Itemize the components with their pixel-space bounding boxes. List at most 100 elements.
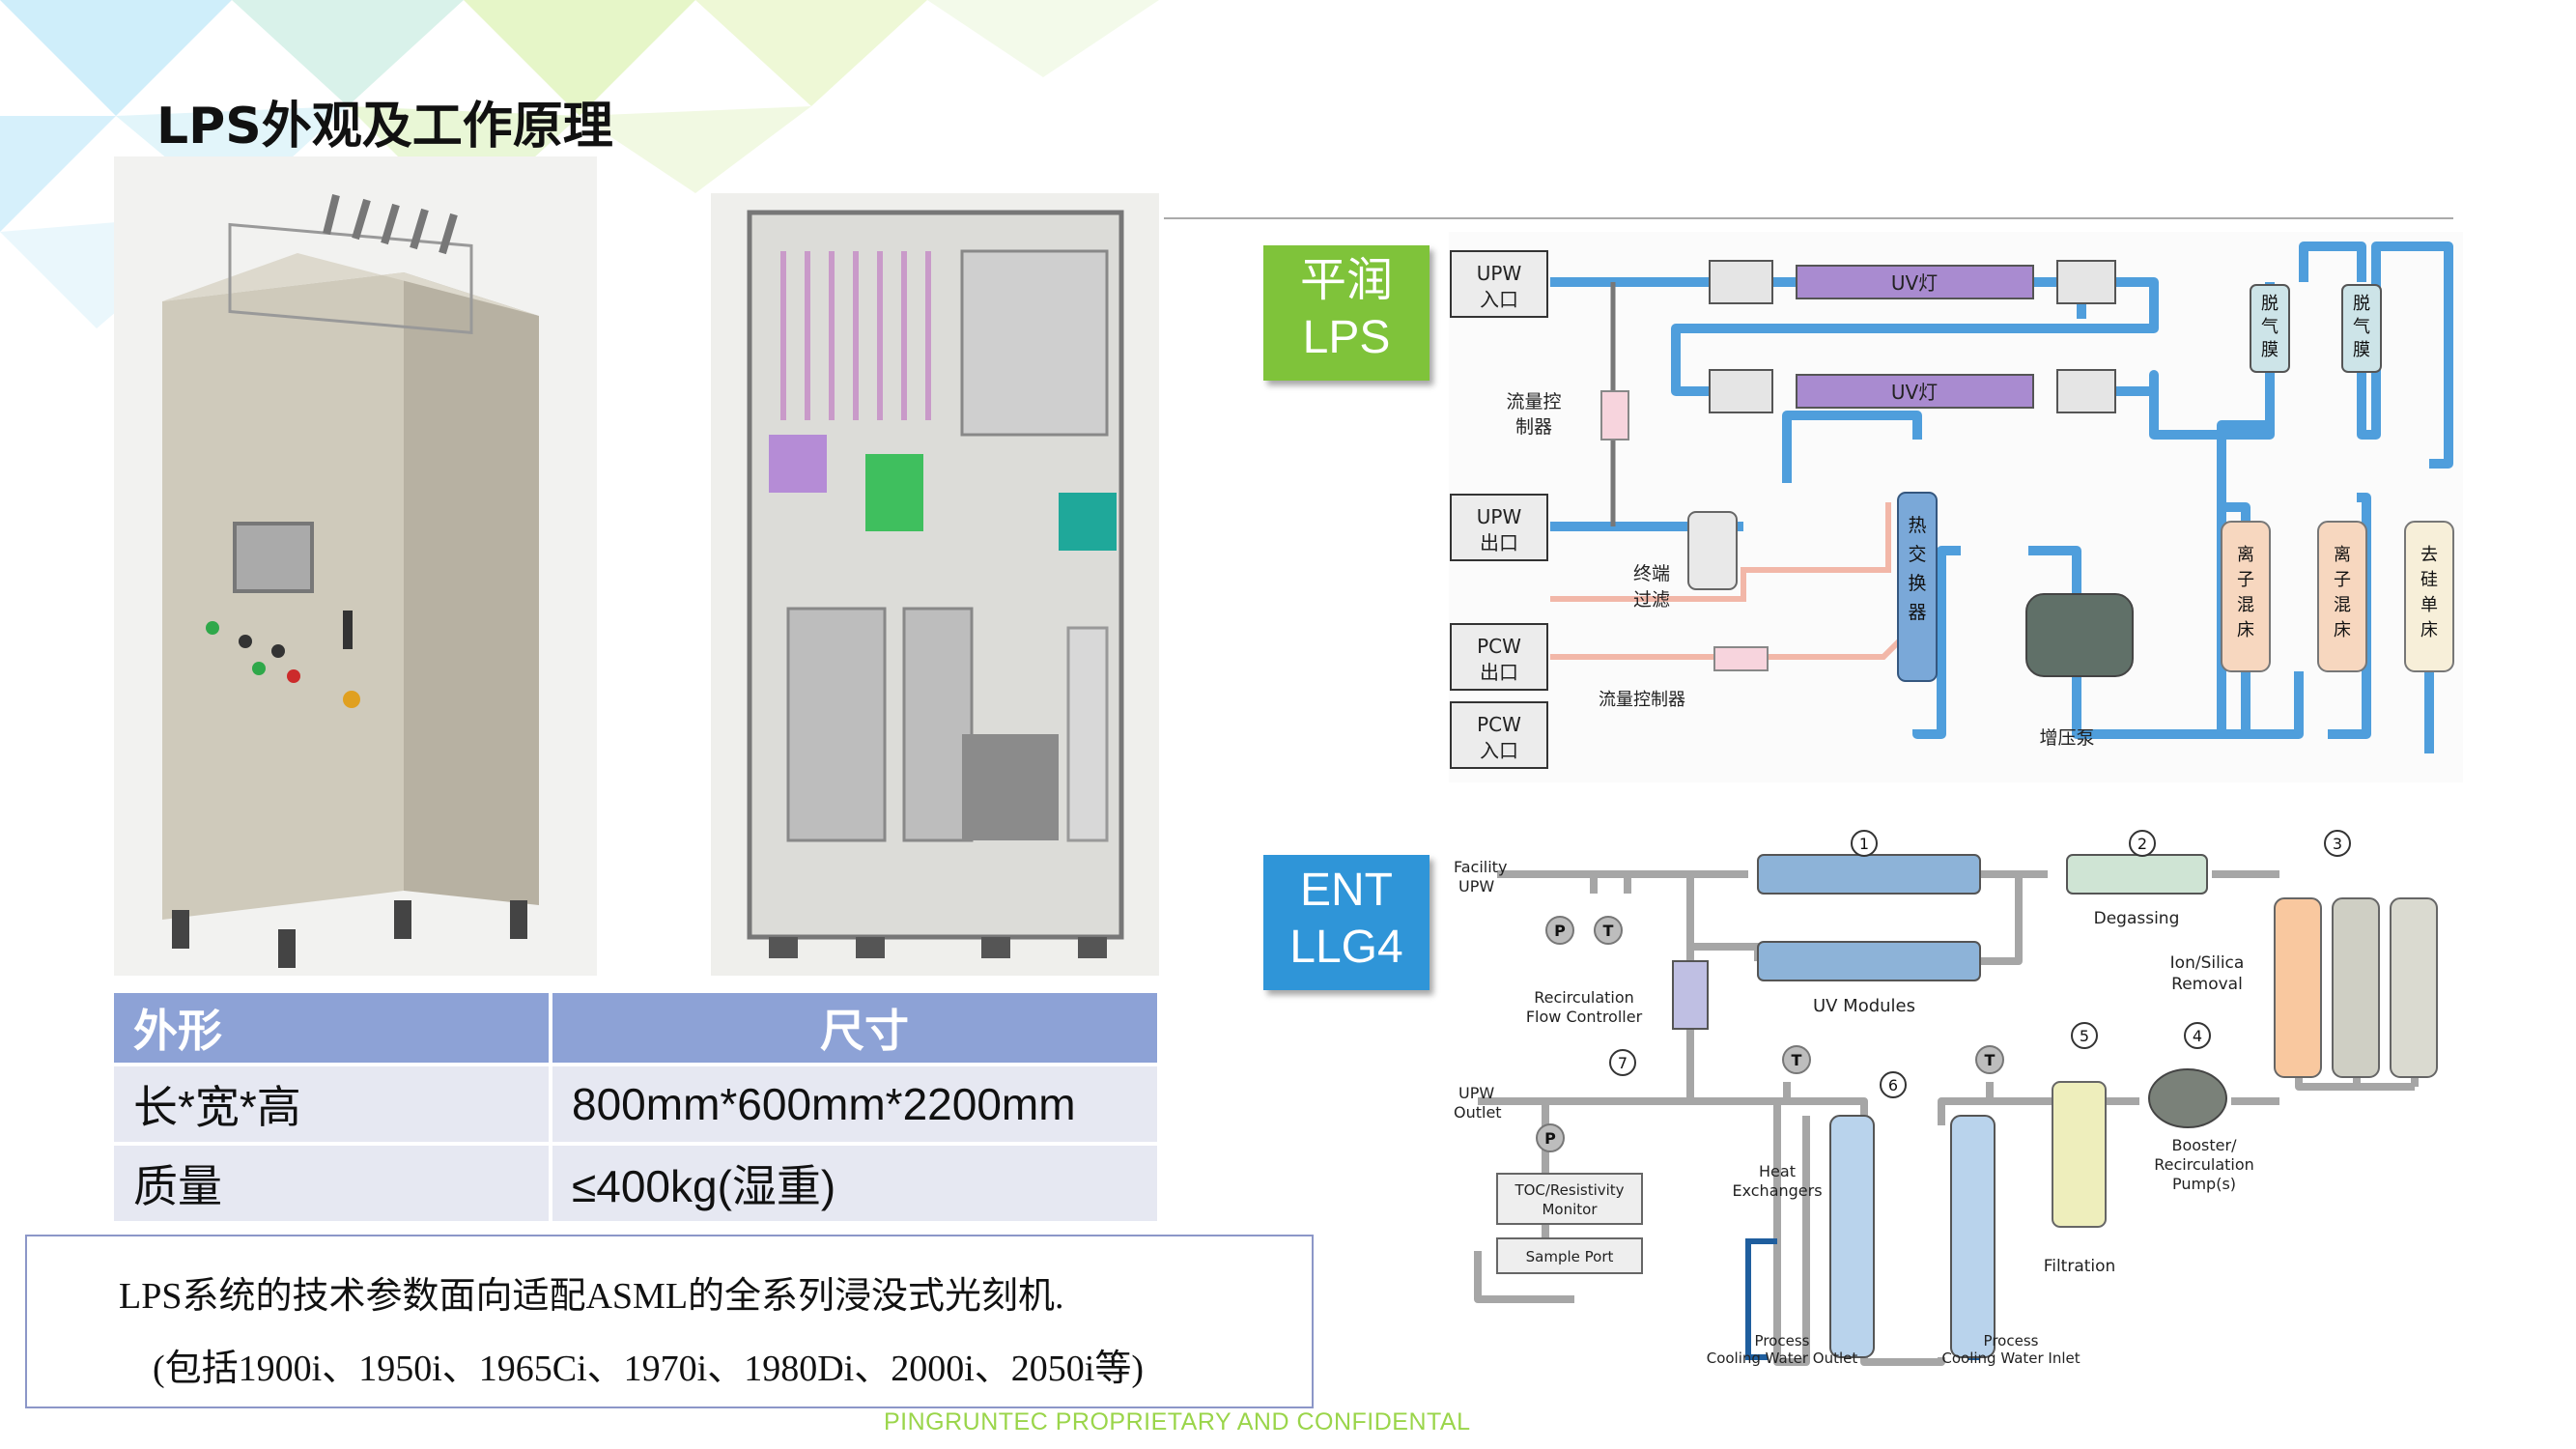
badge-llg4-line2: LLG4 [1289,921,1403,973]
note-line-1: LPS系统的技术参数面向适配ASML的全系列浸没式光刻机. [119,1276,1064,1317]
toc-monitor-box [1496,1173,1643,1225]
flow-controller-b [1713,646,1769,671]
note-box: LPS系统的技术参数面向适配ASML的全系列浸没式光刻机. (包括1900i、1… [25,1235,1314,1408]
step-number: 1 [1859,835,1869,853]
ion-removal-vessel-2 [2332,897,2380,1078]
silica-bed-char: 床 [2420,620,2438,640]
mixed-bed-char: 子 [2237,570,2254,590]
degas-char: 膜 [2261,340,2279,360]
degas-membrane-1 [2250,284,2290,373]
upw-outlet-label-1: UPW [1458,1084,1494,1102]
flow-controller-b-label: 流量控制器 [1599,690,1685,710]
cw-outlet-label-1: Process [1755,1332,1810,1350]
silica-bed-char: 去 [2420,545,2438,565]
step-number: 7 [1618,1054,1628,1072]
toc-monitor-label-2: Monitor [1542,1201,1598,1218]
heat-exchangers-label-2: Exchangers [1732,1181,1822,1200]
sample-port-box [1496,1237,1643,1274]
step-number: 3 [2333,835,2342,853]
cw-outlet-label-2: Cooling Water Outlet [1707,1350,1858,1367]
mixed-bed-char: 子 [2334,570,2351,590]
degas-char: 膜 [2353,340,2370,360]
terminal-filter-label-2: 过滤 [1633,589,1670,611]
badge-lps-line1: 平润 [1299,255,1393,306]
cw-inlet-label-1: Process [1984,1332,2039,1350]
badge-llg4: ENT LLG4 [1263,855,1430,990]
degassing-label: Degassing [2094,909,2180,928]
heat-exchanger-char: 换 [1908,573,1926,594]
upw-outlet-label-2: Outlet [1454,1103,1502,1122]
step-number: 6 [1888,1076,1898,1094]
recirc-flow-label-1: Recirculation [1534,988,1634,1007]
uv-module-2 [1757,941,1981,981]
cabinet-exterior-photo [114,156,597,976]
mixed-bed-char: 混 [2237,595,2254,615]
terminal-filter-label-1: 终端 [1633,563,1670,584]
cw-inlet-label-2: Cooling Water Inlet [1941,1350,2080,1367]
lps-flow-diagram: UPW 入口 UPW 出口 PCW 出口 PCW 入口 UV灯 UV灯 流量控 … [1449,232,2463,782]
recirc-flow-label-2: Flow Controller [1526,1008,1643,1026]
pcw-out-label-2: 出口 [1480,661,1518,684]
uv-module-1 [1757,854,1981,895]
heat-exchanger-char: 热 [1908,515,1926,536]
uv-lamp-2 [1796,374,2034,409]
heat-exchanger-char: 交 [1908,544,1926,565]
badge-llg4-line1: ENT [1300,865,1393,916]
toc-monitor-label-1: TOC/Resistivity [1514,1181,1624,1199]
gauge-p: P [1554,922,1566,940]
badge-lps: 平润 LPS [1263,245,1430,381]
heat-exchangers-label-1: Heat [1759,1162,1796,1180]
degas-membrane-2 [2341,284,2382,373]
heat-exchanger-1 [1829,1115,1875,1358]
filtration-vessel [2052,1081,2107,1228]
badge-lps-line2: LPS [1302,311,1391,363]
step-number: 4 [2193,1027,2202,1045]
degas-char: 气 [2353,317,2370,337]
ion-mixed-bed-2 [2317,521,2367,672]
ion-silica-label-2: Removal [2171,975,2243,994]
facility-upw-label-1: Facility [1454,858,1507,876]
spec-header-size: 尺寸 [551,993,1157,1066]
upw-in-label-2: 入口 [1480,288,1518,311]
spec-row-label: 质量 [114,1144,552,1225]
pcw-in-label-2: 入口 [1480,739,1518,762]
footer-confidential: PINGRUNTEC PROPRIETARY AND CONFIDENTAL [884,1408,1471,1435]
flow-controller-a [1600,390,1629,440]
heat-exchanger [1897,492,1938,682]
filtration-label: Filtration [2044,1257,2116,1276]
spec-row-value: 800mm*600mm*2200mm [551,1065,1157,1146]
heat-exchanger-char: 器 [1908,602,1926,623]
spec-header-shape: 外形 [114,993,552,1066]
booster-pump [2148,1068,2227,1128]
terminal-filter [1687,511,1738,590]
llg4-flow-diagram: UV Modules Degassing Ion/Silica Removal … [1454,830,2438,1367]
facility-upw-label-2: UPW [1458,877,1494,895]
ion-mixed-bed-1 [2221,521,2271,672]
note-line-2: (包括1900i、1950i、1965Ci、1970i、1980Di、2000i… [153,1349,1145,1389]
spec-row-value: ≤400kg(湿重) [551,1144,1157,1225]
pcw-out-label-1: PCW [1477,635,1521,658]
uv-lamp-1 [1796,265,2034,299]
sample-port-label: Sample Port [1526,1248,1614,1265]
silica-bed-char: 硅 [2420,570,2438,590]
booster-pump-label-1: Booster/ [2172,1136,2238,1154]
degas-char: 脱 [2261,294,2279,314]
degas-char: 脱 [2353,294,2370,314]
ion-removal-vessel-3 [2390,897,2438,1078]
pcw-in-label-1: PCW [1477,713,1521,736]
degassing-module [2066,854,2208,895]
heat-exchanger-2 [1950,1115,1996,1358]
booster-pump [2025,593,2134,677]
uv-modules-label: UV Modules [1813,996,1915,1016]
booster-pump-label-3: Pump(s) [2172,1175,2236,1193]
gauge-p: P [1544,1129,1556,1148]
flow-controller-a-label-1: 流量控 [1506,391,1561,412]
uv-lamp-label-2: UV灯 [1891,381,1938,404]
spec-table-row: 长*宽*高 800mm*600mm*2200mm [114,1065,1157,1146]
booster-pump-label-2: Recirculation [2154,1155,2254,1174]
gauge-t: T [1792,1051,1802,1069]
mixed-bed-char: 混 [2334,595,2351,615]
step-number: 2 [2137,835,2147,853]
mixed-bed-char: 床 [2237,620,2254,640]
silica-bed-char: 单 [2420,595,2438,615]
